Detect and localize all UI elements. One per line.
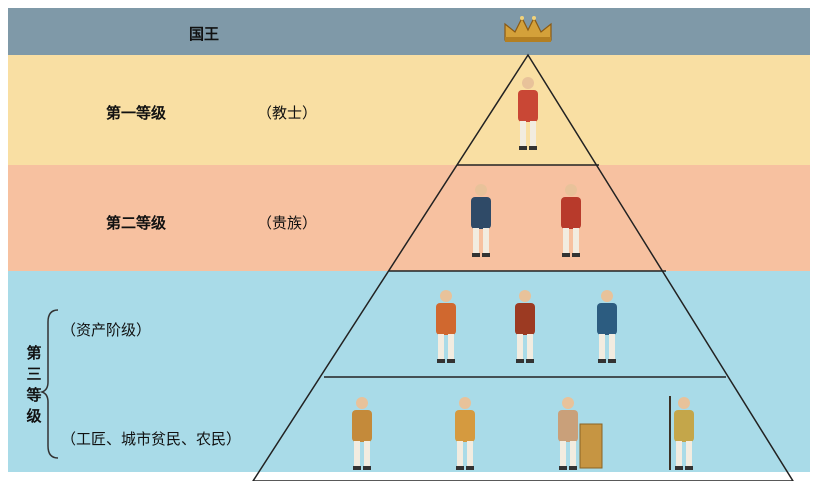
second-estate-label: 第二等级 bbox=[106, 214, 167, 232]
band-second-estate bbox=[8, 165, 810, 271]
band-king bbox=[8, 8, 810, 55]
third-estate-label: 第三等级 bbox=[26, 344, 42, 425]
pyramid-outline bbox=[252, 53, 794, 481]
bourgeoisie-label: （资产阶级） bbox=[61, 321, 152, 339]
basket-icon bbox=[579, 423, 603, 469]
commoner-figure-3 bbox=[558, 397, 578, 470]
noble-figure-1 bbox=[471, 184, 491, 257]
commoner-figure-2 bbox=[455, 397, 475, 470]
king-label: 国王 bbox=[189, 25, 220, 43]
first-estate-label: 第一等级 bbox=[106, 104, 167, 122]
clergy-figure bbox=[518, 77, 538, 150]
bourgeois-figure-3 bbox=[597, 290, 617, 363]
second-estate-sub: （贵族） bbox=[257, 214, 318, 232]
crown-icon bbox=[504, 16, 552, 42]
band-first-estate bbox=[8, 55, 810, 165]
noble-figure-2 bbox=[561, 184, 581, 257]
third-estate-brace bbox=[39, 309, 59, 459]
bourgeois-figure-1 bbox=[436, 290, 456, 363]
commoner-figure-4 bbox=[674, 397, 694, 470]
first-estate-sub: （教士） bbox=[257, 104, 318, 122]
commoners-label: （工匠、城市贫民、农民） bbox=[61, 430, 242, 448]
commoner-figure-1 bbox=[352, 397, 372, 470]
bourgeois-figure-2 bbox=[515, 290, 535, 363]
